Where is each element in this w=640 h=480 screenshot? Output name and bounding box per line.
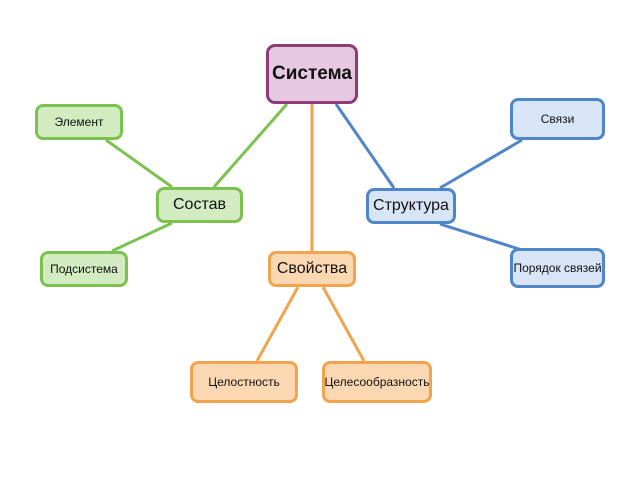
node-structure[interactable]: Структура [366,188,456,224]
node-order-of-links[interactable]: Порядок связей [510,248,605,288]
connector-composition-subsystem [111,221,173,253]
connector-structure-order [439,222,523,252]
connector-root-composition [212,103,289,188]
connector-properties-integrity [255,286,300,362]
connector-structure-links [439,138,523,190]
node-expediency[interactable]: Целесообразность [322,361,432,403]
connector-properties-purpose [321,286,366,362]
node-composition[interactable]: Состав [156,187,243,223]
node-properties[interactable]: Свойства [268,251,356,287]
node-integrity[interactable]: Целостность [190,361,298,403]
node-element[interactable]: Элемент [35,104,123,140]
connector-root-structure [334,103,396,189]
node-subsystem[interactable]: Подсистема [40,251,128,287]
root-node-system[interactable]: Система [266,44,358,104]
connector-composition-element [105,138,173,189]
node-links[interactable]: Связи [510,98,605,140]
